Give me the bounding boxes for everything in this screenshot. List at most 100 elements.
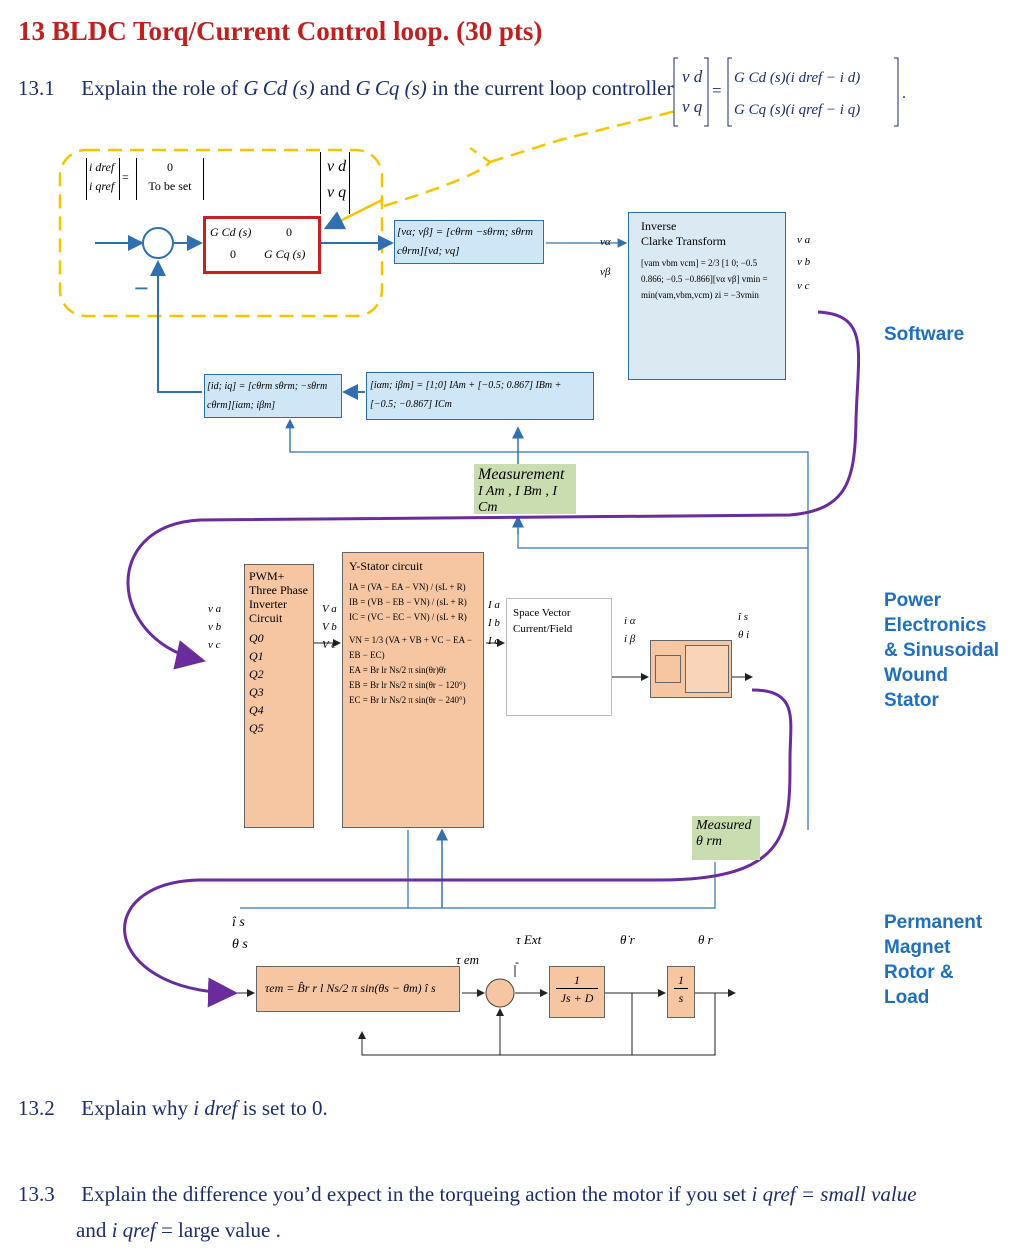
- i-alpha: i α: [624, 615, 636, 627]
- integ-num: 1: [674, 967, 688, 989]
- pm-rotor-label: Permanent Magnet Rotor & Load: [884, 912, 983, 1008]
- question-text: Explain the difference you’d expect in t…: [81, 1182, 747, 1206]
- stator-eq-3: IC = (VC − EC − VN) / (sL + R): [349, 612, 467, 622]
- gcd-symbol: G Cd (s): [243, 76, 315, 100]
- software-label: Software: [884, 324, 965, 345]
- out-va: v a: [797, 234, 811, 246]
- stator-eq-1: IA = (VA − EA − VN) / (sL + R): [349, 582, 466, 592]
- stator-eq-6: EB = Br lr Ns/2 π sin(θr − 120°): [349, 680, 466, 690]
- theta-dot-label: θ̇ r: [620, 932, 635, 947]
- gcq-symbol: G Cq (s): [355, 76, 427, 100]
- large-value: = large value .: [160, 1218, 281, 1242]
- tau-ext-label: τ Ext: [516, 932, 542, 947]
- inverse-park-block: [vα; vβ] = [cθrm −sθrm; sθrm cθrm][vd; v…: [394, 220, 544, 264]
- ref-iqref: i qref: [89, 179, 115, 193]
- torque-in-is: î s: [232, 915, 245, 930]
- controller-gcd: G Cd (s): [210, 225, 252, 239]
- question-13-3: 13.3 Explain the difference you’d expect…: [18, 1182, 917, 1207]
- stator-eq-5: EA = Br lr Ns/2 π sin(θr)θ̇r: [349, 665, 447, 675]
- idref-symbol: i dref: [193, 1096, 238, 1120]
- out-vb: v b: [797, 256, 811, 268]
- measured-label: Measured: [696, 818, 752, 833]
- pwm-switch-0: Q0: [249, 631, 264, 645]
- mechanical-tf-block: 1 Js + D: [549, 966, 605, 1018]
- ref-idref: i dref: [89, 160, 115, 174]
- vdq-vq: v q: [327, 184, 347, 201]
- stator-in-Va: V a: [322, 603, 337, 615]
- power-electronics-label: Power Electronics & Sinusoidal Wound Sta…: [884, 590, 1000, 711]
- valpha-label: vα: [600, 236, 611, 248]
- theta-r-label: θ r: [698, 932, 713, 947]
- question-tail: in the current loop controller: [432, 76, 674, 100]
- current-magnitude-angle: î s θ i: [738, 608, 749, 644]
- y-stator-block: Y-Stator circuit IA = (VA − EA − VN) / (…: [342, 552, 484, 828]
- stator-inputs: V a V b V c: [322, 600, 337, 654]
- integ-den: s: [678, 991, 684, 1005]
- space-vector-block: Space Vector Current/Field: [506, 598, 612, 716]
- current-ic: I c: [488, 635, 500, 647]
- torque-inputs: î s θ s: [232, 912, 248, 956]
- sv-title-1: Space Vector: [513, 607, 571, 619]
- clarke-transform-block: [iαm; iβm] = [1;0] IAm + [−0.5; 0.867] I…: [366, 372, 594, 420]
- and-text: and: [76, 1218, 107, 1242]
- stator-eq-7: EC = Br lr Ns/2 π sin(θr − 240°): [349, 695, 466, 705]
- question-13-1: 13.1 Explain the role of G Cd (s) and G …: [18, 76, 673, 101]
- clarke-title-2: Clarke Transform: [641, 234, 726, 248]
- pwm-switch-4: Q4: [249, 703, 264, 717]
- torque-in-theta-s: θ s: [232, 937, 248, 952]
- question-number: 13.1: [18, 76, 55, 100]
- measurement-label: Measurement: [478, 466, 565, 483]
- current-ib: I b: [488, 617, 500, 629]
- pwm-inputs: v a v b v c: [208, 600, 221, 654]
- stator-title: Y-Stator circuit: [349, 559, 423, 573]
- theta-i: θ i: [738, 629, 750, 641]
- svg-text:.: .: [902, 85, 906, 102]
- stator-in-Vc: V c: [322, 639, 337, 651]
- out-vc: v c: [797, 280, 810, 292]
- sv-title-2: Current/Field: [513, 623, 573, 635]
- eq-vq: v q: [682, 97, 703, 116]
- stator-in-Vb: V b: [322, 621, 337, 633]
- iqref-symbol: i qref: [751, 1182, 796, 1206]
- pwm-switch-1: Q1: [249, 649, 264, 663]
- iqref-symbol-2: i qref: [111, 1218, 156, 1242]
- question-text: Explain why: [81, 1096, 188, 1120]
- summing-minus-sign: −: [134, 274, 149, 303]
- measurement-block: Measurement I Am , I Bm , I Cm: [474, 464, 576, 515]
- eq-gcq-term: G Cq (s)(i qref − i q): [734, 102, 860, 118]
- stator-currents: I a I b I c: [488, 596, 500, 650]
- integrator-block: 1 s: [667, 966, 695, 1018]
- vbeta-label: vβ: [600, 266, 611, 278]
- vdq-vd: v d: [327, 158, 347, 175]
- park-transform-block: [id; iq] = [cθrm sθrm; −sθrm cθrm][iαm; …: [204, 374, 342, 418]
- clarke-equations: [vam vbm vcm] = 2/3 [1 0; −0.5 0.866; −0…: [641, 258, 768, 300]
- vdq-vector: v d v q: [320, 152, 350, 214]
- mech-tf-num: 1: [556, 967, 598, 989]
- stator-eq-2: IB = (VB − EB − VN) / (sL + R): [349, 597, 467, 607]
- inverse-clarke-block: Inverse Clarke Transform [vam vbm vcm] =…: [628, 212, 786, 380]
- question-text: Explain the role of: [81, 76, 239, 100]
- clarke-title-1: Inverse: [641, 219, 677, 233]
- ialpha-ibeta: i α i β: [624, 612, 636, 648]
- controller-zero-21: 0: [230, 247, 236, 261]
- question-13-2: 13.2 Explain why i dref is set to 0.: [18, 1096, 328, 1121]
- controller-equation: v d v q = G Cd (s)(i dref − i d) G Cq (s…: [673, 57, 906, 127]
- pwm-in-vb: v b: [208, 621, 222, 633]
- is-hat: î s: [738, 611, 749, 623]
- svg-text:=: =: [712, 81, 722, 100]
- stator-eq-4: VN = 1/3 (VA + VB + VC − EA − EB − EC): [349, 635, 472, 660]
- torque-equation-block: τem = B̂r r l Ns/2 π sin(θs − θm) î s: [256, 966, 460, 1012]
- summing-junction: [145, 229, 171, 257]
- eq-vd: v d: [682, 67, 703, 86]
- pwm-switch-3: Q3: [249, 685, 264, 699]
- pwm-switch-2: Q2: [249, 667, 264, 681]
- current-ia: I a: [488, 599, 500, 611]
- mech-tf-den: Js + D: [560, 991, 594, 1005]
- pwm-title: PWM+ Three Phase Inverter Circuit: [249, 569, 308, 625]
- i-beta: i β: [624, 633, 636, 645]
- eq-gcd-term: G Cd (s)(i dref − i d): [734, 70, 860, 86]
- question-number: 13.2: [18, 1096, 55, 1120]
- polar-conversion-block: [650, 640, 732, 698]
